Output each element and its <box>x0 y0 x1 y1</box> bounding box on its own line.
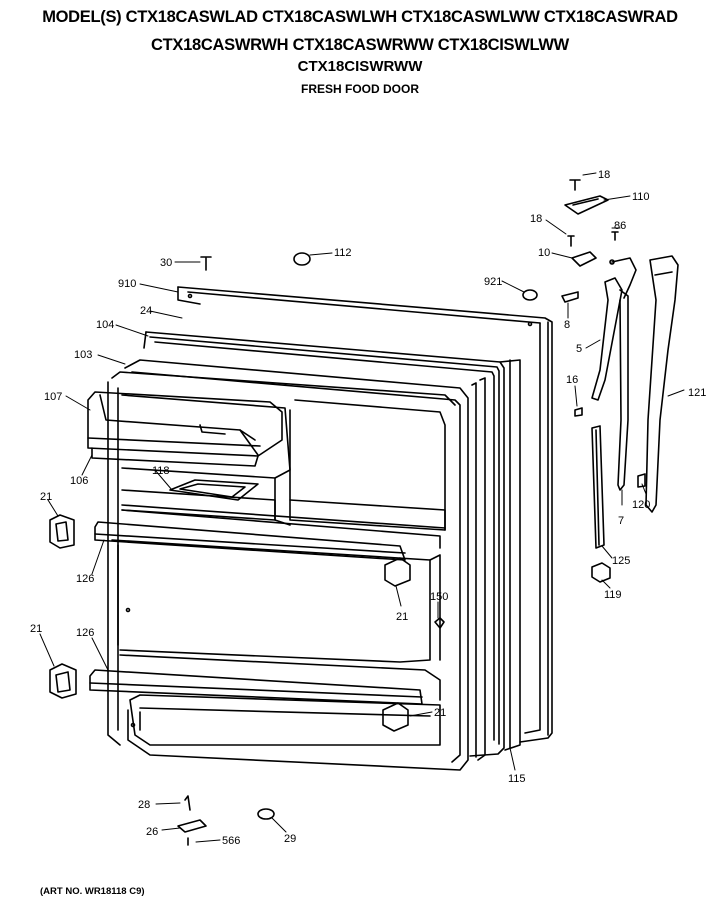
callout-18b: 18 <box>530 213 542 225</box>
door-gasket <box>143 331 521 757</box>
callout-10: 10 <box>538 247 550 259</box>
shelf-bracket-right-upper <box>384 557 411 587</box>
callout-150: 150 <box>430 591 448 603</box>
callout-119: 119 <box>604 589 622 601</box>
callout-18a: 18 <box>598 169 610 181</box>
callout-7: 7 <box>618 515 624 527</box>
door-shelf-bar-upper <box>94 521 406 561</box>
art-number: (ART NO. WR18118 C9) <box>40 886 145 897</box>
upper-compartment <box>121 394 446 549</box>
shelf-bracket-left-upper <box>49 514 75 549</box>
callout-8: 8 <box>564 319 570 331</box>
door-handle <box>645 255 679 513</box>
callout-21a: 21 <box>40 491 52 503</box>
hinge-assembly <box>564 195 637 491</box>
outer-door-panel <box>177 286 553 743</box>
callout-110: 110 <box>632 191 650 203</box>
callout-21b: 21 <box>396 611 408 623</box>
callout-21c: 21 <box>30 623 42 635</box>
callout-118: 118 <box>152 465 170 477</box>
callout-30: 30 <box>160 257 172 269</box>
model-list-line-1: MODEL(S) CTX18CASWLAD CTX18CASWLWH CTX18… <box>42 8 678 26</box>
callout-24: 24 <box>140 305 152 317</box>
callout-112: 112 <box>334 247 352 259</box>
callout-103: 103 <box>74 349 92 361</box>
callout-126a: 126 <box>76 573 94 585</box>
trim-strip <box>591 425 605 549</box>
callout-121: 121 <box>688 387 706 399</box>
callout-125: 125 <box>612 555 630 567</box>
callout-86: 86 <box>614 220 626 232</box>
callout-115: 115 <box>508 773 526 785</box>
callout-16: 16 <box>566 374 578 386</box>
door-shelf-bar-lower <box>89 669 423 705</box>
shelf-bracket-left-lower <box>49 663 77 699</box>
callout-labels: 18 110 18 86 10 30 112 910 921 24 8 104 … <box>30 169 706 847</box>
callout-120: 120 <box>632 499 650 511</box>
callout-921: 921 <box>484 276 502 288</box>
shelf-bracket-right-lower <box>382 702 409 732</box>
callout-106: 106 <box>70 475 88 487</box>
callout-910: 910 <box>118 278 136 290</box>
model-list-line-2: CTX18CASWRWH CTX18CASWRWW CTX18CISWLWW <box>151 36 569 54</box>
callout-104: 104 <box>96 319 114 331</box>
dairy-compartment-door <box>87 391 283 467</box>
leader-lines <box>39 172 685 843</box>
callout-126b: 126 <box>76 627 94 639</box>
egg-tray <box>169 479 259 501</box>
callout-566: 566 <box>222 835 240 847</box>
model-list-line-3: CTX18CISWRWW <box>297 58 423 75</box>
callout-26: 26 <box>146 826 158 838</box>
callout-21d: 21 <box>434 707 446 719</box>
callout-28: 28 <box>138 799 150 811</box>
section-title: FRESH FOOD DOOR <box>300 82 419 96</box>
small-parts <box>177 179 646 846</box>
callout-107: 107 <box>44 391 62 403</box>
door-liner <box>107 359 486 771</box>
lower-compartment <box>111 539 441 746</box>
callout-5: 5 <box>576 343 582 355</box>
callout-29: 29 <box>284 833 296 845</box>
